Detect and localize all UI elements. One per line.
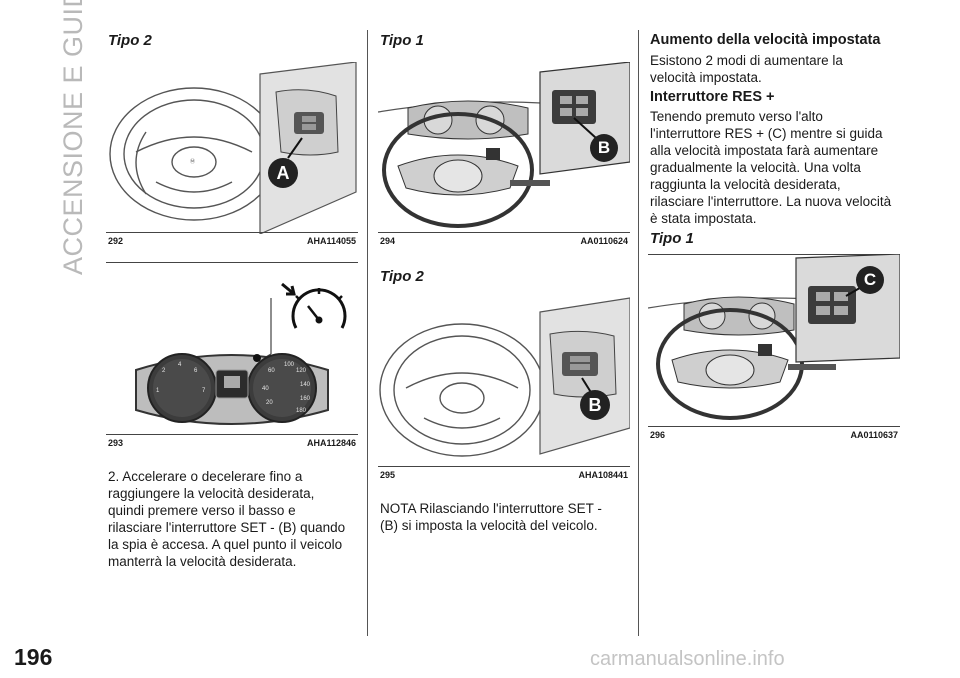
svg-text:60: 60 (268, 368, 275, 374)
callout-c: C (856, 266, 884, 294)
figure-number: 296 (650, 430, 666, 440)
figure-295: B 295 AHA108441 (378, 294, 630, 486)
figure-296: C 296 AA0110637 (648, 254, 900, 446)
svg-text:Ⓜ: Ⓜ (190, 158, 195, 165)
col3-intro: Esistono 2 modi di aumentare la velocità… (650, 53, 843, 85)
figure-code: AHA114055 (306, 236, 356, 246)
figure-number: 292 (108, 236, 124, 246)
figure-number: 295 (380, 470, 396, 480)
figure-code: AA0110637 (850, 430, 898, 440)
steering-wheel-illustration: Ⓜ (109, 62, 357, 234)
col1-paragraph: 2. Accelerare o decelerare fino a raggiu… (108, 469, 346, 569)
svg-text:7: 7 (202, 388, 206, 394)
svg-text:100: 100 (284, 362, 295, 368)
column-divider-left (367, 30, 368, 636)
col3-heading-2: Interruttore RES + (650, 89, 775, 105)
section-title: ACCENSIONE E GUIDA (58, 0, 88, 275)
column-divider-right (638, 30, 639, 636)
figure-number: 293 (108, 438, 124, 448)
figure-294: B 294 AA0110624 (378, 62, 630, 252)
callout-b: B (580, 390, 610, 420)
svg-text:40: 40 (262, 386, 269, 392)
page-number: 196 (14, 644, 53, 670)
col3-heading-1: Aumento della velocità impostata (650, 32, 881, 48)
svg-text:1: 1 (156, 388, 160, 394)
figure-number: 294 (380, 236, 396, 246)
svg-text:20: 20 (266, 400, 273, 406)
svg-text:6: 6 (194, 368, 198, 374)
figure-292: Ⓜ A 292 AHA114055 (106, 62, 358, 252)
col2-heading-2: Tipo 2 (380, 268, 424, 285)
steering-wheel-illustration (379, 297, 630, 457)
col3-heading-3: Tipo 1 (650, 230, 694, 247)
callout-a: A (268, 158, 298, 188)
svg-text:120: 120 (296, 368, 307, 374)
figure-code: AA0110624 (580, 236, 628, 246)
svg-text:2: 2 (162, 368, 166, 374)
watermark: carmanualsonline.info (590, 648, 785, 670)
col3-paragraph: Tenendo premuto verso l'alto l'interrutt… (650, 109, 892, 226)
figure-code: AHA108441 (578, 470, 628, 480)
svg-text:140: 140 (300, 382, 311, 388)
col2-note: NOTA Rilasciando l'interruttore SET - (B… (380, 501, 602, 533)
svg-text:4: 4 (178, 362, 182, 368)
svg-text:180: 180 (296, 408, 307, 414)
figure-code: AHA112846 (306, 438, 356, 448)
col1-heading: Tipo 2 (108, 32, 152, 49)
col2-heading-1: Tipo 1 (380, 32, 424, 49)
svg-text:160: 160 (300, 396, 311, 402)
callout-b: B (590, 134, 618, 162)
